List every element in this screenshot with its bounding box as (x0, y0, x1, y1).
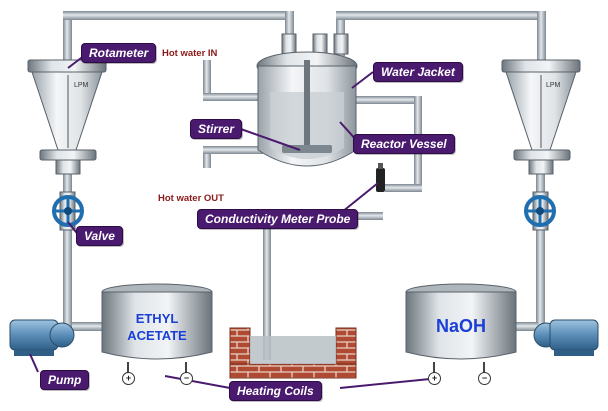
label-heating-coils: Heating Coils (229, 381, 322, 401)
label-stirrer: Stirrer (190, 119, 243, 139)
sign-minus-right: − (478, 372, 491, 385)
conductivity-probe (376, 163, 385, 192)
sign-minus-left: − (180, 372, 193, 385)
reactor-vessel (256, 33, 358, 167)
label-water-jacket: Water Jacket (373, 62, 463, 82)
pump-left (9, 319, 75, 356)
sign-plus-right: + (428, 372, 441, 385)
label-valve: Valve (76, 226, 123, 246)
pump-right (533, 319, 599, 356)
tank-label-ethyl: ETHYL (135, 311, 179, 326)
rotameter-right (501, 59, 581, 175)
heating-bath (229, 327, 357, 379)
tank-ethyl-acetate (101, 283, 213, 374)
label-pump: Pump (40, 370, 90, 390)
tank-label-naoh: NaOH (435, 316, 486, 336)
tank-label-acetate: ACETATE (127, 328, 187, 343)
label-conductivity-probe: Conductivity Meter Probe (197, 209, 359, 229)
label-hot-water-out: Hot water OUT (158, 193, 224, 204)
rotameter-left (27, 59, 107, 175)
rotameter-scale-right: LPM (546, 82, 561, 89)
tank-naoh (405, 283, 517, 374)
label-rotameter: Rotameter (81, 43, 157, 63)
valve-left (52, 191, 84, 231)
label-hot-water-in: Hot water IN (162, 48, 218, 59)
sign-plus-left: + (122, 372, 135, 385)
label-reactor-vessel: Reactor Vessel (353, 134, 455, 154)
rotameter-scale-left: LPM (74, 82, 89, 89)
valve-right (524, 191, 556, 231)
